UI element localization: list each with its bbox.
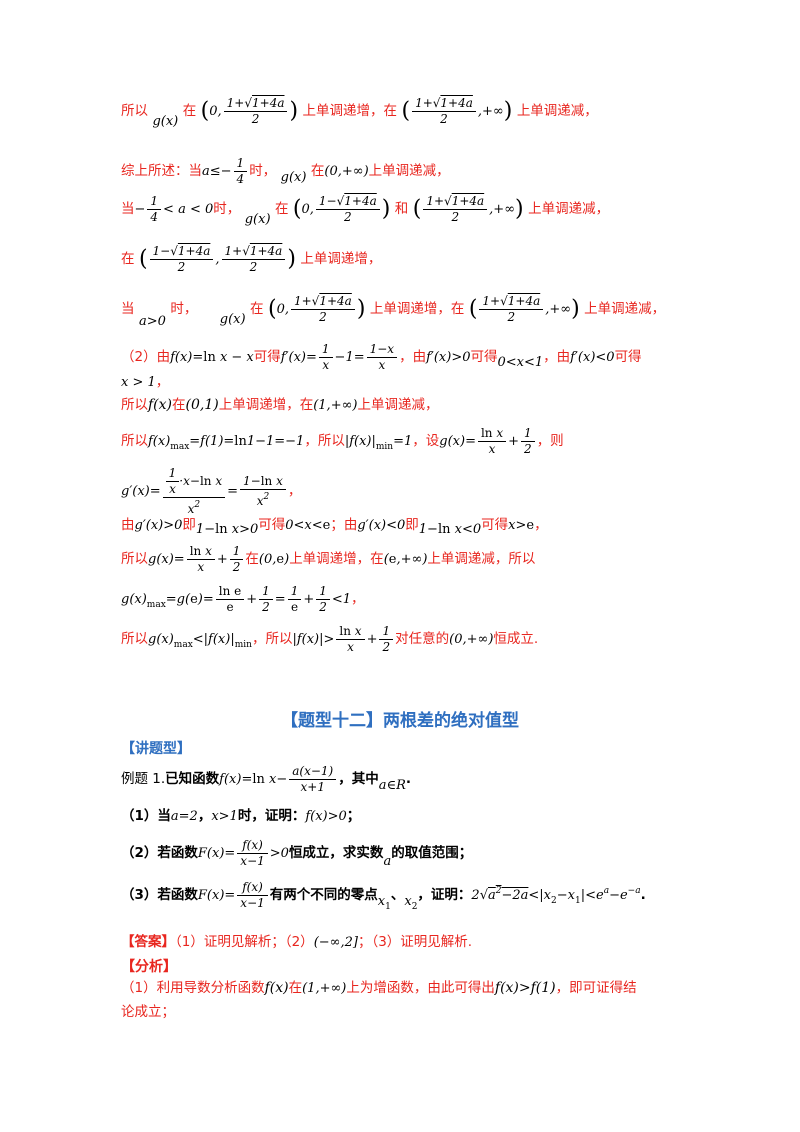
math-expr: f′(x)>0 xyxy=(426,350,471,365)
math-expr: g(x) xyxy=(219,312,246,327)
math-expr: 0<x<1 xyxy=(497,355,544,370)
solution-line: 所以f(x)在(0,1)上单调递增，在(1,+∞)上单调递减， xyxy=(121,397,439,413)
solution-line: 由g′(x)>0即1−ln x>0可得0<x<e；由g′(x)<0即1−ln x… xyxy=(121,517,548,537)
math-interval: (0,+∞) xyxy=(324,164,369,179)
math-expr: a>0 xyxy=(138,314,166,329)
analysis-line: 论成立； xyxy=(121,1004,175,1020)
math-expr: g(x) xyxy=(152,114,179,129)
tag-analysis: 【分析】 xyxy=(121,959,177,975)
answer-line: 【答案】（1）证明见解析；（2）(−∞,2]；（3）证明见解析. xyxy=(121,934,473,950)
analysis-line: （1）利用导数分析函数f(x)在(1,+∞)上为增函数，由此可得出f(x)>f(… xyxy=(121,980,637,996)
math-expr: g(x) xyxy=(280,170,307,185)
math-expr: f′(x)<0 xyxy=(570,350,615,365)
solution-line: x > 1， xyxy=(121,374,170,390)
solution-line: 所以f(x)max=f(1)=ln1−1=−1，所以|f(x)|min=1，设g… xyxy=(121,426,564,456)
question-1: （1）当a=2，x>1时，证明：f(x)>0； xyxy=(121,808,361,824)
math-expr: f(x)=ln x − x xyxy=(170,350,254,365)
question-2: （2）若函数F(x)=f(x)x−1>0恒成立，求实数a的取值范围； xyxy=(121,838,473,869)
math-expr: f(x)max=f(1)=ln1−1=−1 xyxy=(148,434,305,452)
math-expr: g(x) xyxy=(244,212,271,227)
tag-lecture: 【讲题型】 xyxy=(121,741,191,757)
section-title: 【题型十二】两根差的绝对值型 xyxy=(281,711,519,731)
math-expr: |f(x)|min=1 xyxy=(344,434,413,452)
example-statement: 例题 1.已知函数f(x)=ln x−a(x−1)x+1，其中a∈R. xyxy=(121,764,412,794)
